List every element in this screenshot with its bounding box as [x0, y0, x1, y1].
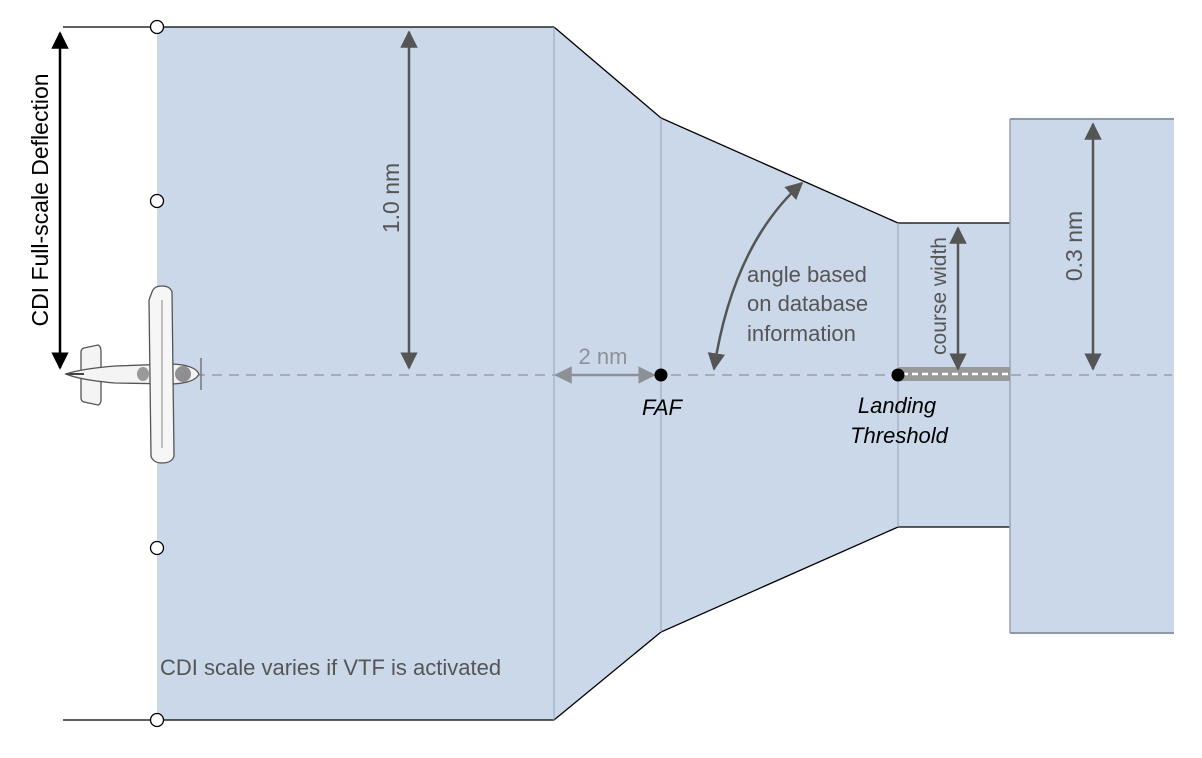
two-nm-label: 2 nm — [579, 344, 628, 369]
course-width-label: course width — [928, 237, 951, 355]
faf-label: FAF — [642, 395, 683, 420]
landing-label: Landing — [858, 393, 937, 418]
threshold-label: Threshold — [850, 423, 949, 448]
faf-point — [654, 368, 668, 382]
angle-label-line2: on database — [747, 291, 868, 316]
cdi-dot — [149, 193, 165, 209]
cdi-scale-varies-label: CDI scale varies if VTF is activated — [160, 655, 501, 680]
angle-arc-arrow — [707, 181, 804, 371]
airplane-icon — [64, 285, 202, 464]
one-nm-label: 1.0 nm — [378, 163, 404, 233]
cdi-dot — [149, 712, 165, 728]
cdi-dot — [149, 540, 165, 556]
cdi-dots — [149, 19, 165, 728]
runway — [899, 367, 1010, 381]
enroute-zone — [157, 27, 554, 720]
transition-zone — [554, 27, 1010, 720]
threshold-point — [891, 368, 905, 382]
point-three-nm-label: 0.3 nm — [1061, 211, 1087, 281]
cdi-full-scale-label: CDI Full-scale Deflection — [27, 73, 53, 326]
angle-label-line3: information — [747, 321, 856, 346]
cdi-dot — [149, 19, 165, 35]
angle-label-line1: angle based — [747, 262, 867, 287]
